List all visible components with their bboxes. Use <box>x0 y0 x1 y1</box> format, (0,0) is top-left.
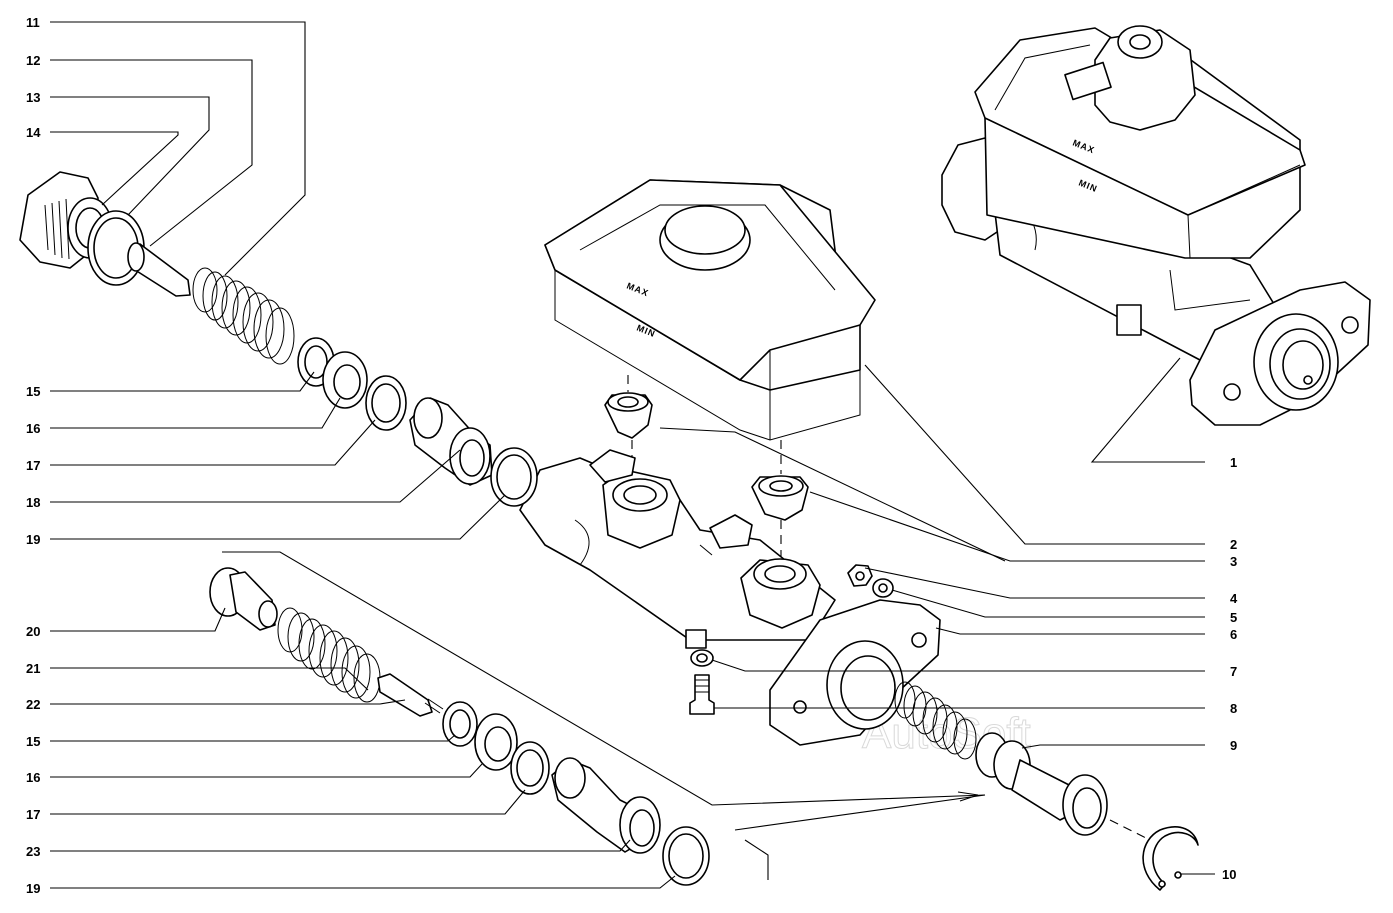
callout-19-lower: 19 <box>26 881 40 896</box>
callout-15-lower: 15 <box>26 734 40 749</box>
callout-1: 1 <box>1230 455 1237 470</box>
grommets <box>604 375 809 560</box>
cylinder-body <box>519 449 941 746</box>
callout-18: 18 <box>26 495 40 510</box>
callout-16-upper: 16 <box>26 421 40 436</box>
assembled-master-cylinder: MAX MIN <box>941 25 1371 426</box>
installed-piston <box>894 681 1151 841</box>
lower-spring <box>277 607 381 703</box>
upper-piston-assembly <box>19 171 538 507</box>
bolt-and-washer <box>689 649 715 715</box>
lower-piston-assembly <box>209 567 710 886</box>
nut-and-washer <box>847 564 894 598</box>
callout-2: 2 <box>1230 537 1237 552</box>
reservoir-tank: MAX MIN <box>544 179 876 441</box>
callout-22: 22 <box>26 697 40 712</box>
callout-5: 5 <box>1230 610 1237 625</box>
installed-spring <box>894 681 977 760</box>
callout-4: 4 <box>1230 591 1238 606</box>
callout-20: 20 <box>26 624 40 639</box>
callout-11: 11 <box>26 15 40 30</box>
callout-17-lower: 17 <box>26 807 40 822</box>
callout-14: 14 <box>26 125 41 140</box>
leader-lines <box>50 21 1215 889</box>
callout-16-lower: 16 <box>26 770 40 785</box>
callout-15-upper: 15 <box>26 384 40 399</box>
callout-labels-left: 11 12 13 14 15 16 17 18 19 20 21 22 15 1… <box>26 15 41 896</box>
callout-6: 6 <box>1230 627 1237 642</box>
circlip-retainer <box>1142 826 1199 891</box>
callout-21: 21 <box>26 661 40 676</box>
callout-9: 9 <box>1230 738 1237 753</box>
callout-19-upper: 19 <box>26 532 40 547</box>
callout-23: 23 <box>26 844 40 859</box>
callout-10: 10 <box>1222 867 1236 882</box>
callout-8: 8 <box>1230 701 1237 716</box>
callout-3: 3 <box>1230 554 1237 569</box>
callout-12: 12 <box>26 53 40 68</box>
callout-13: 13 <box>26 90 40 105</box>
callout-17-upper: 17 <box>26 458 40 473</box>
upper-spring <box>192 267 295 365</box>
callout-labels-right: 1 2 3 4 5 6 7 8 9 10 <box>1222 455 1238 882</box>
callout-7: 7 <box>1230 664 1237 679</box>
